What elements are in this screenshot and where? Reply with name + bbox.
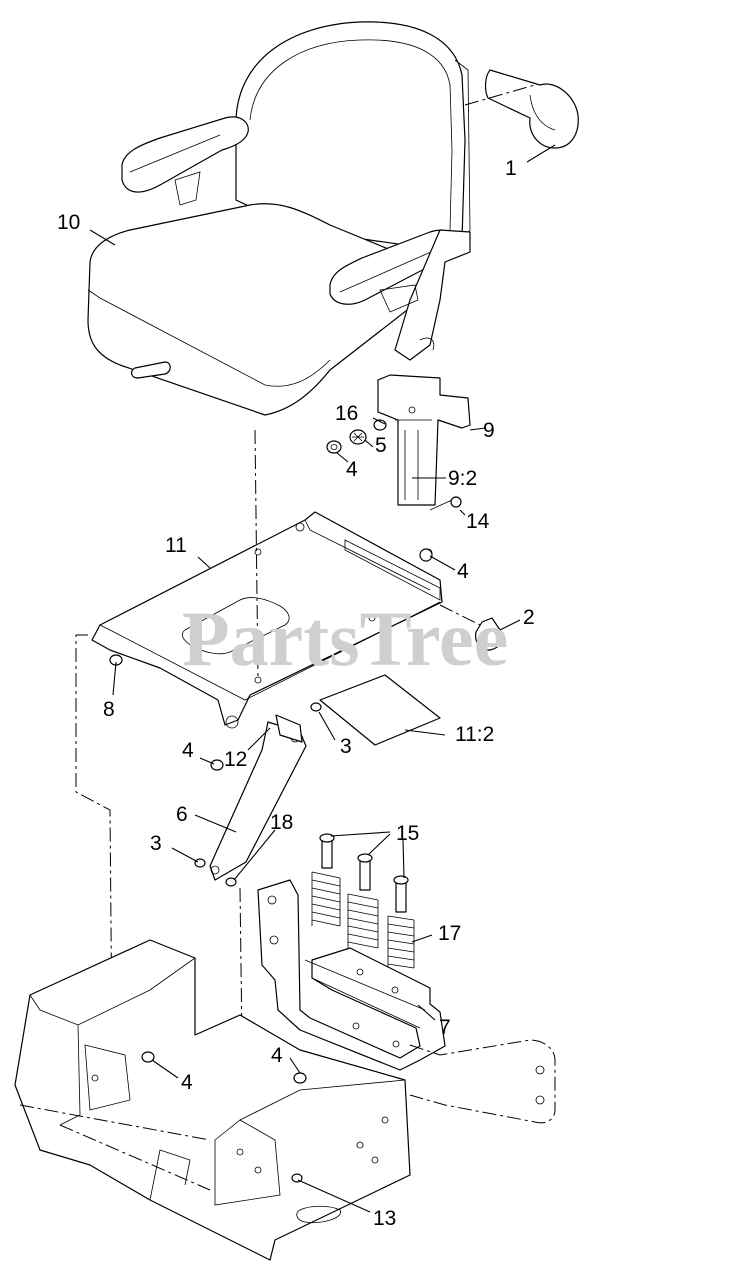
callout-11: 11 <box>165 534 187 557</box>
part-9-bracket <box>377 374 471 506</box>
callout-11-2: 11:2 <box>455 723 494 746</box>
callout-6: 6 <box>176 803 188 826</box>
callout-7: 7 <box>439 1016 451 1039</box>
part-7-bracket <box>257 879 446 1071</box>
part-2-bumper <box>439 604 503 651</box>
callout-4: 4 <box>271 1044 283 1067</box>
callout-13: 13 <box>373 1207 396 1230</box>
callout-1: 1 <box>505 157 517 180</box>
callout-3: 3 <box>340 735 352 758</box>
part-6-link <box>194 714 307 887</box>
callout-9: 9 <box>483 419 495 442</box>
callout-labels: 1 2 3 3 4 4 4 4 4 5 6 7 8 9 9:2 10 11 11… <box>57 157 535 1230</box>
callout-5: 5 <box>375 434 387 457</box>
callout-4: 4 <box>346 458 358 481</box>
callout-4: 4 <box>457 560 469 583</box>
callout-3: 3 <box>150 832 162 855</box>
part-11-2-pad <box>319 674 441 746</box>
callout-8: 8 <box>103 698 115 721</box>
callout-12: 12 <box>224 748 247 771</box>
callout-2: 2 <box>523 606 535 629</box>
part-11-seat-plate <box>91 511 443 729</box>
callout-14: 14 <box>466 510 490 533</box>
callout-4: 4 <box>181 1071 193 1094</box>
part-1-seat-switch <box>464 69 579 149</box>
callout-9-2: 9:2 <box>448 467 477 490</box>
springs-15-17 <box>311 833 415 969</box>
plate-hardware <box>109 496 462 771</box>
hardware-16-5-4 <box>326 419 387 454</box>
watermark: PartsTree <box>182 595 508 682</box>
callout-18: 18 <box>270 811 293 834</box>
seat-assembly <box>87 21 471 416</box>
callout-16: 16 <box>335 402 358 425</box>
callout-10: 10 <box>57 211 80 234</box>
callout-17: 17 <box>438 922 461 945</box>
leader-lines <box>89 144 556 1213</box>
frame-reference <box>14 429 556 1261</box>
callout-15: 15 <box>396 822 419 845</box>
callout-4: 4 <box>182 739 194 762</box>
